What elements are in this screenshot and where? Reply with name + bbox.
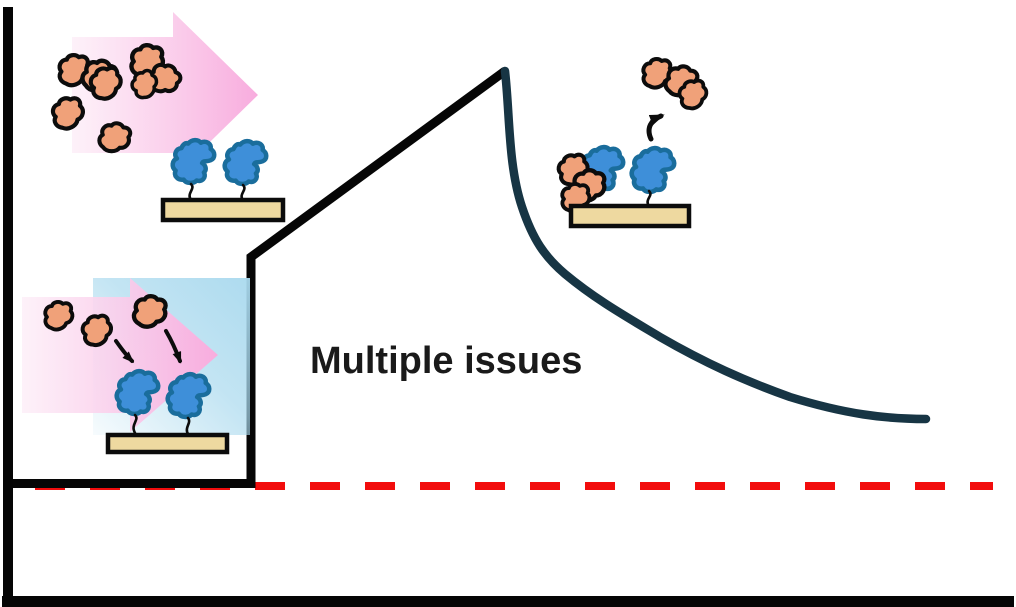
receptor-tether [188, 182, 194, 202]
receptor-tether [185, 416, 191, 436]
x-axis [2, 596, 1014, 607]
association-arrow [114, 339, 135, 364]
signal-curve-rise [13, 67, 508, 488]
receptor-protein [173, 140, 215, 183]
receptor-tether [132, 413, 138, 435]
signal-curve-decay [500, 66, 931, 424]
receptor-protein [225, 141, 267, 184]
multiple-issues-label: Multiple issues [310, 340, 582, 382]
dissociation-arrow [646, 113, 665, 142]
sensor-surface [160, 197, 286, 223]
sample-flow-illustration [51, 12, 286, 223]
receptor-protein [632, 148, 674, 192]
sensor-surface [568, 203, 692, 229]
dissociation-illustration [556, 57, 712, 229]
sensor-surface [105, 432, 230, 455]
y-axis [3, 7, 13, 607]
association-arrow [164, 329, 182, 364]
binding-illustration [22, 278, 250, 455]
